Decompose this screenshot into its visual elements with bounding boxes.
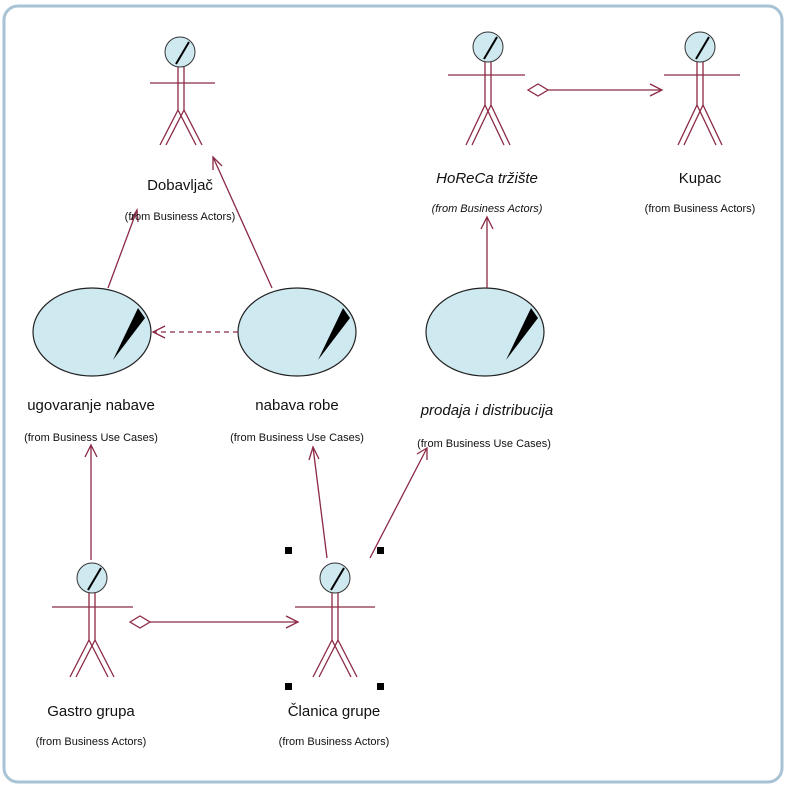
assoc-nabava-dobavljac[interactable] xyxy=(212,156,273,289)
actor-name-clanica: Članica grupe xyxy=(287,703,381,720)
diamond-icon xyxy=(128,615,152,629)
actor-name-dobavljac: Dobavljač xyxy=(147,177,213,194)
arrowhead-icon xyxy=(649,83,664,97)
actor-name-kupac: Kupac xyxy=(678,170,722,187)
arrowhead-icon xyxy=(480,215,494,230)
usecase-ugovaranje[interactable] xyxy=(32,287,152,377)
actor-dobavljac[interactable] xyxy=(150,36,215,146)
arrowhead-icon xyxy=(212,155,223,170)
diagram-frame xyxy=(2,4,784,784)
actor-kupac[interactable] xyxy=(664,31,740,146)
actor-name-horeca: HoReCa tržište xyxy=(436,170,538,187)
actor-source-kupac: (from Business Actors) xyxy=(644,203,756,215)
usecase-prodaja[interactable] xyxy=(425,287,545,377)
arrowhead-icon xyxy=(151,325,166,339)
usecase-name-nabava: nabava robe xyxy=(255,397,339,414)
selection-handle[interactable] xyxy=(377,547,384,554)
actor-source-gastro: (from Business Actors) xyxy=(35,736,147,748)
assoc-clanica-nabava[interactable] xyxy=(312,446,328,559)
arrowhead-icon xyxy=(308,445,320,461)
arrowhead-icon xyxy=(285,615,300,629)
usecase-name-ugovaranje: ugovaranje nabave xyxy=(27,397,155,414)
actor-gastro[interactable] xyxy=(52,562,133,678)
usecase-name-prodaja: prodaja i distribucija xyxy=(420,402,554,419)
actor-source-horeca: (from Business Actors) xyxy=(431,203,543,215)
actor-clanica[interactable] xyxy=(295,562,375,678)
selection-handle[interactable] xyxy=(285,547,292,554)
actor-source-clanica: (from Business Actors) xyxy=(278,736,390,748)
arrowhead-icon xyxy=(84,443,98,458)
diamond-icon xyxy=(526,83,550,97)
usecase-source-nabava: (from Business Use Cases) xyxy=(230,432,364,444)
assoc-ugovaranje-dobavljac[interactable] xyxy=(107,209,138,289)
usecase-source-ugovaranje: (from Business Use Cases) xyxy=(24,432,158,444)
usecase-source-prodaja: (from Business Use Cases) xyxy=(417,438,551,450)
selection-handle[interactable] xyxy=(285,683,292,690)
usecase-nabava[interactable] xyxy=(237,287,357,377)
selection-handle[interactable] xyxy=(377,683,384,690)
arrowhead-icon xyxy=(416,446,428,460)
actor-source-dobavljac: (from Business Actors) xyxy=(124,211,236,223)
actor-horeca[interactable] xyxy=(448,31,525,146)
actor-name-gastro: Gastro grupa xyxy=(47,703,135,720)
assoc-clanica-prodaja[interactable] xyxy=(369,447,428,559)
arrowhead-icon xyxy=(130,207,139,223)
